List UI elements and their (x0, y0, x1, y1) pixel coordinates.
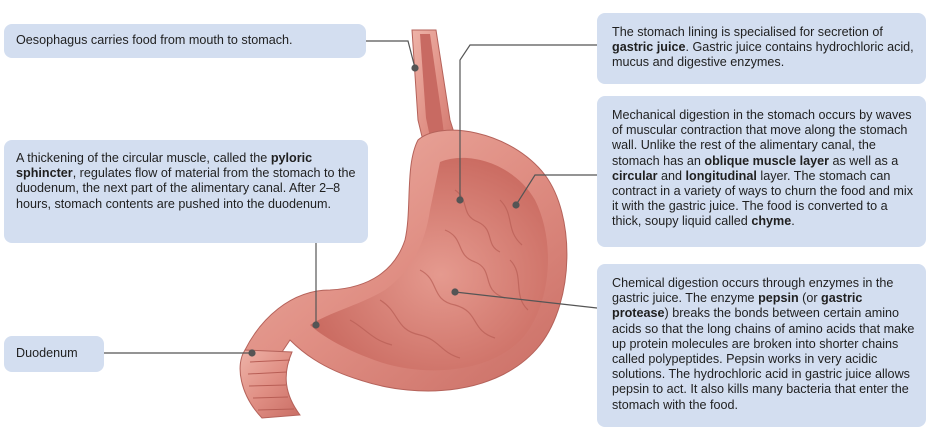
chem-text-2: (or (798, 291, 822, 306)
chem-text-3: ) breaks the bonds between certain amino… (612, 306, 915, 412)
mech-text-1: Mechanical digestion in the stomach occu… (612, 108, 912, 168)
oesophagus-lumen (420, 34, 446, 156)
mech-text-5: . (791, 214, 795, 229)
lining-term: gastric juice (612, 40, 686, 55)
dot-chemical (451, 288, 459, 296)
label-duodenum: Duodenum (4, 336, 104, 372)
oesophagus-text: Oesophagus carries food from mouth to st… (16, 33, 293, 47)
dot-lining (456, 196, 464, 204)
dot-pyloric (312, 321, 320, 329)
mech-text-3: and (657, 168, 686, 183)
pyloric-text-post: , regulates flow of material from the st… (16, 166, 356, 211)
label-pyloric-sphincter: A thickening of the circular muscle, cal… (4, 140, 368, 243)
mech-term-oblique: oblique muscle layer (704, 153, 829, 168)
leader-mechanical (515, 174, 597, 206)
leader-oesophagus (366, 40, 416, 69)
duodenum-text: Duodenum (16, 346, 78, 360)
leader-lines (104, 40, 598, 357)
leader-lining (459, 44, 597, 200)
dot-duodenum (248, 349, 256, 357)
leader-chemical (454, 291, 598, 309)
lining-text-pre: The stomach lining is specialised for se… (612, 25, 883, 39)
gastric-rugae (349, 189, 529, 359)
label-stomach-lining: The stomach lining is specialised for se… (597, 13, 926, 84)
duodenum-rings (247, 359, 295, 411)
chem-term-gastric-protease: gastric protease (612, 291, 863, 321)
mech-term-chyme: chyme (751, 214, 792, 229)
pyloric-term: pyloric sphincter (16, 151, 313, 181)
chem-text-1: Chemical digestion occurs through enzyme… (612, 276, 894, 306)
label-oesophagus: Oesophagus carries food from mouth to st… (4, 24, 366, 58)
pyloric-text-pre: A thickening of the circular muscle, cal… (16, 151, 271, 165)
mech-text-4: layer. The stomach can contract in a var… (612, 168, 914, 229)
duodenum (239, 349, 301, 419)
mech-term-circular: circular (612, 168, 658, 183)
mech-term-longitudinal: longitudinal (685, 168, 757, 183)
label-chemical-digestion: Chemical digestion occurs through enzyme… (597, 264, 926, 427)
mech-text-2: as well as a (829, 153, 899, 168)
label-mechanical-digestion: Mechanical digestion in the stomach occu… (597, 96, 926, 247)
dot-oesophagus (411, 64, 419, 72)
dot-mechanical (512, 201, 520, 209)
chem-term-pepsin: pepsin (758, 291, 799, 306)
stomach-mucosa (310, 157, 548, 371)
lining-text-post: . Gastric juice contains hydrochloric ac… (612, 40, 914, 70)
